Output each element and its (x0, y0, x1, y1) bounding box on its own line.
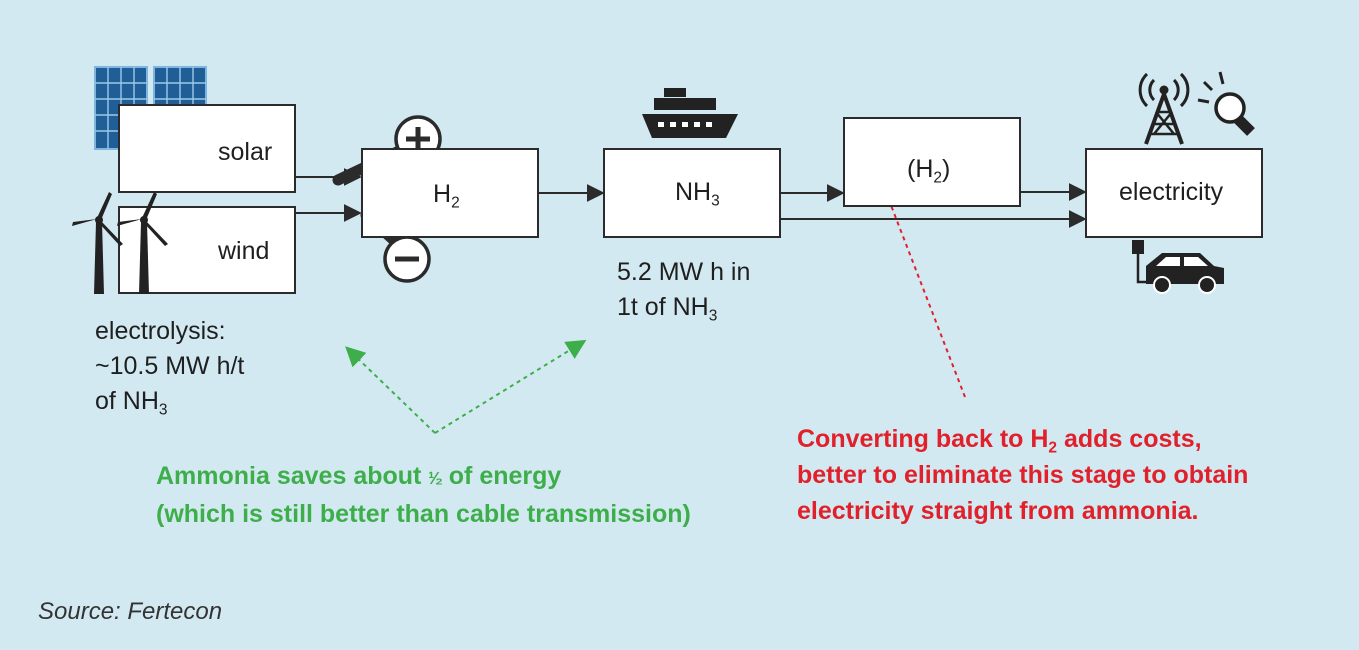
electricity-label: electricity (1119, 178, 1224, 206)
one-half-fraction: ¹⁄₂ (428, 468, 442, 488)
nh3-label: NH3 (675, 178, 720, 210)
light-bulb-icon (1197, 71, 1255, 136)
solar-node: solar (118, 104, 296, 193)
h2-label: H2 (433, 180, 460, 212)
h2-node: H2 (361, 148, 539, 238)
electrolysis-line-3-text: of NH (95, 387, 159, 415)
h2-text: H (433, 180, 452, 208)
reconversion-cost-line-1-pre: Converting back to H (797, 425, 1049, 453)
h2-reconversion-text: (H (907, 155, 934, 183)
h2-reconversion-subscript: 2 (933, 169, 943, 187)
nh3-energy-line-1: 5.2 MW h in (617, 258, 751, 286)
electrolysis-line-3: of NH3 (95, 384, 244, 419)
reconversion-cost-line-1-post: adds costs, (1057, 425, 1202, 453)
ammonia-savings-line-2: (which is still better than cable transm… (156, 500, 691, 528)
red-note-arrow (878, 178, 966, 398)
solar-label: solar (218, 138, 273, 166)
wind-label: wind (218, 237, 270, 265)
electrolysis-subscript: 3 (158, 401, 168, 419)
nh3-energy-line-2: 1t of NH3 (617, 290, 750, 325)
electrolysis-line-2: ~10.5 MW h/t (95, 352, 245, 380)
reconversion-cost-subscript: 2 (1048, 439, 1058, 457)
electrolysis-line-1: electrolysis: (95, 317, 226, 345)
nh3-text: NH (675, 178, 712, 206)
reconversion-cost-line-1: Converting back to H2 adds costs, (797, 421, 1248, 457)
h2-reconversion-close: ) (942, 155, 951, 183)
source-credit: Source: Fertecon (38, 598, 223, 625)
reconversion-cost-note: Converting back to H2 adds costs, better… (797, 421, 1248, 529)
ammonia-savings-note: Ammonia saves about ¹⁄₂ of energy (which… (156, 458, 691, 532)
ammonia-savings-line-1: Ammonia saves about ¹⁄₂ of energy (156, 458, 691, 496)
nh3-energy-line-2-text: 1t of NH (617, 293, 709, 321)
nh3-node: NH3 (603, 148, 781, 238)
nh3-energy-subscript: 3 (708, 307, 718, 325)
h2-reconversion-node: (H2) (843, 117, 1021, 207)
electric-car-icon (1132, 240, 1224, 294)
reconversion-cost-line-2: better to eliminate this stage to obtain (797, 461, 1249, 489)
electrolysis-annotation: electrolysis: ~10.5 MW h/t of NH3 (95, 314, 244, 419)
ammonia-savings-line-1-post: of energy (441, 462, 562, 490)
electricity-node: electricity (1085, 148, 1263, 238)
green-note-arrows (345, 339, 587, 434)
nh3-energy-annotation: 5.2 MW h in 1t of NH3 (617, 255, 750, 325)
h2-subscript: 2 (451, 194, 460, 212)
ammonia-savings-line-1-pre: Ammonia saves about (156, 462, 429, 490)
nh3-subscript: 3 (711, 192, 720, 210)
wind-node: wind (118, 206, 296, 294)
reconversion-cost-line-3: electricity straight from ammonia. (797, 497, 1199, 525)
ship-icon (642, 88, 738, 138)
radio-tower-icon (1138, 72, 1190, 145)
h2-reconversion-label: (H2) (907, 155, 951, 187)
